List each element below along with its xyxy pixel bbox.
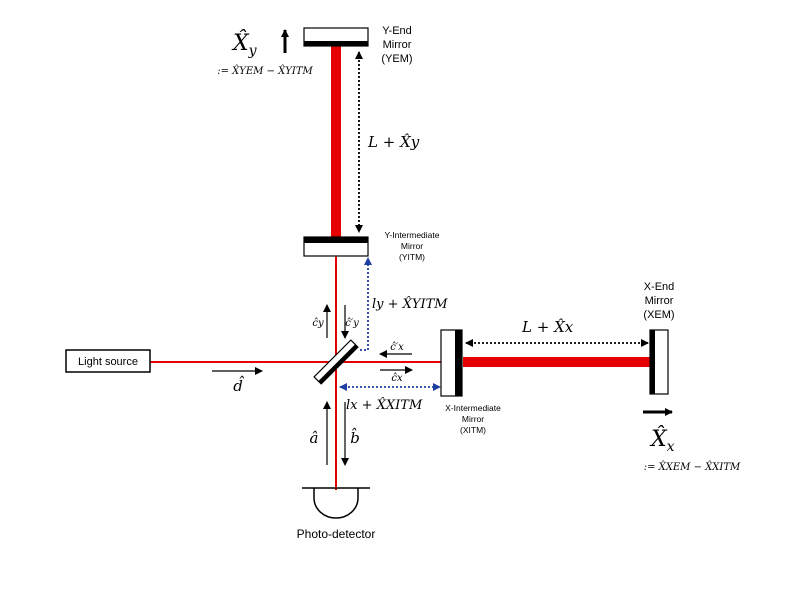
xem-coating (650, 330, 655, 394)
photo-detector-shape (302, 487, 370, 519)
xem-line3: (XEM) (643, 309, 674, 321)
cx-label: ĉx (391, 373, 403, 384)
x-arm-length-label: L + X̂x (521, 318, 574, 336)
xem-line2: Mirror (645, 295, 674, 307)
x-short-arm-label: lx + X̂XITM (346, 397, 423, 413)
xitm-line3: (XITM) (460, 425, 486, 435)
x-arm-cavity-beam (463, 357, 653, 367)
d-hat-label: d̂ (233, 376, 244, 395)
light-source-label: Light source (78, 356, 138, 368)
xitm-coating (455, 330, 462, 396)
Xy-definition: := X̂YEM − X̂YITM (217, 65, 313, 77)
yitm-line3: (YITM) (399, 252, 425, 262)
beam-splitter (313, 339, 359, 385)
y-arm-length-label: L + X̂y (367, 133, 420, 151)
y-end-mirror-coating (304, 41, 368, 46)
yem-line1: Y-End (382, 25, 412, 37)
yitm-line1: Y-Intermediate (385, 230, 440, 240)
Xx-definition: := X̂XEM − X̂XITM (644, 461, 741, 473)
Xx-symbol: X̂x (649, 426, 675, 455)
a-hat-label: â (310, 429, 319, 447)
yem-line2: Mirror (383, 39, 412, 51)
xem-line1: X-End (644, 281, 675, 293)
xitm-line2: Mirror (462, 414, 484, 424)
yem-line3: (YEM) (381, 53, 412, 65)
y-arm-cavity-beam (331, 46, 341, 238)
photo-detector-label: Photo-detector (297, 527, 376, 541)
b-hat-label: b̂ (350, 428, 360, 447)
Xy-symbol: X̂y (231, 30, 258, 59)
xitm-line1: X-Intermediate (445, 403, 501, 413)
cy-label: ĉy (312, 318, 324, 329)
cx-prime-label: ĉ′x (390, 342, 404, 353)
y-short-arm-arrow (360, 257, 372, 351)
yitm-coating (304, 237, 368, 243)
yitm-line2: Mirror (401, 241, 423, 251)
light-source-box (65, 349, 151, 373)
y-short-arm-label: ly + X̂YITM (372, 296, 448, 312)
cy-prime-label: ĉ′y (345, 318, 359, 329)
